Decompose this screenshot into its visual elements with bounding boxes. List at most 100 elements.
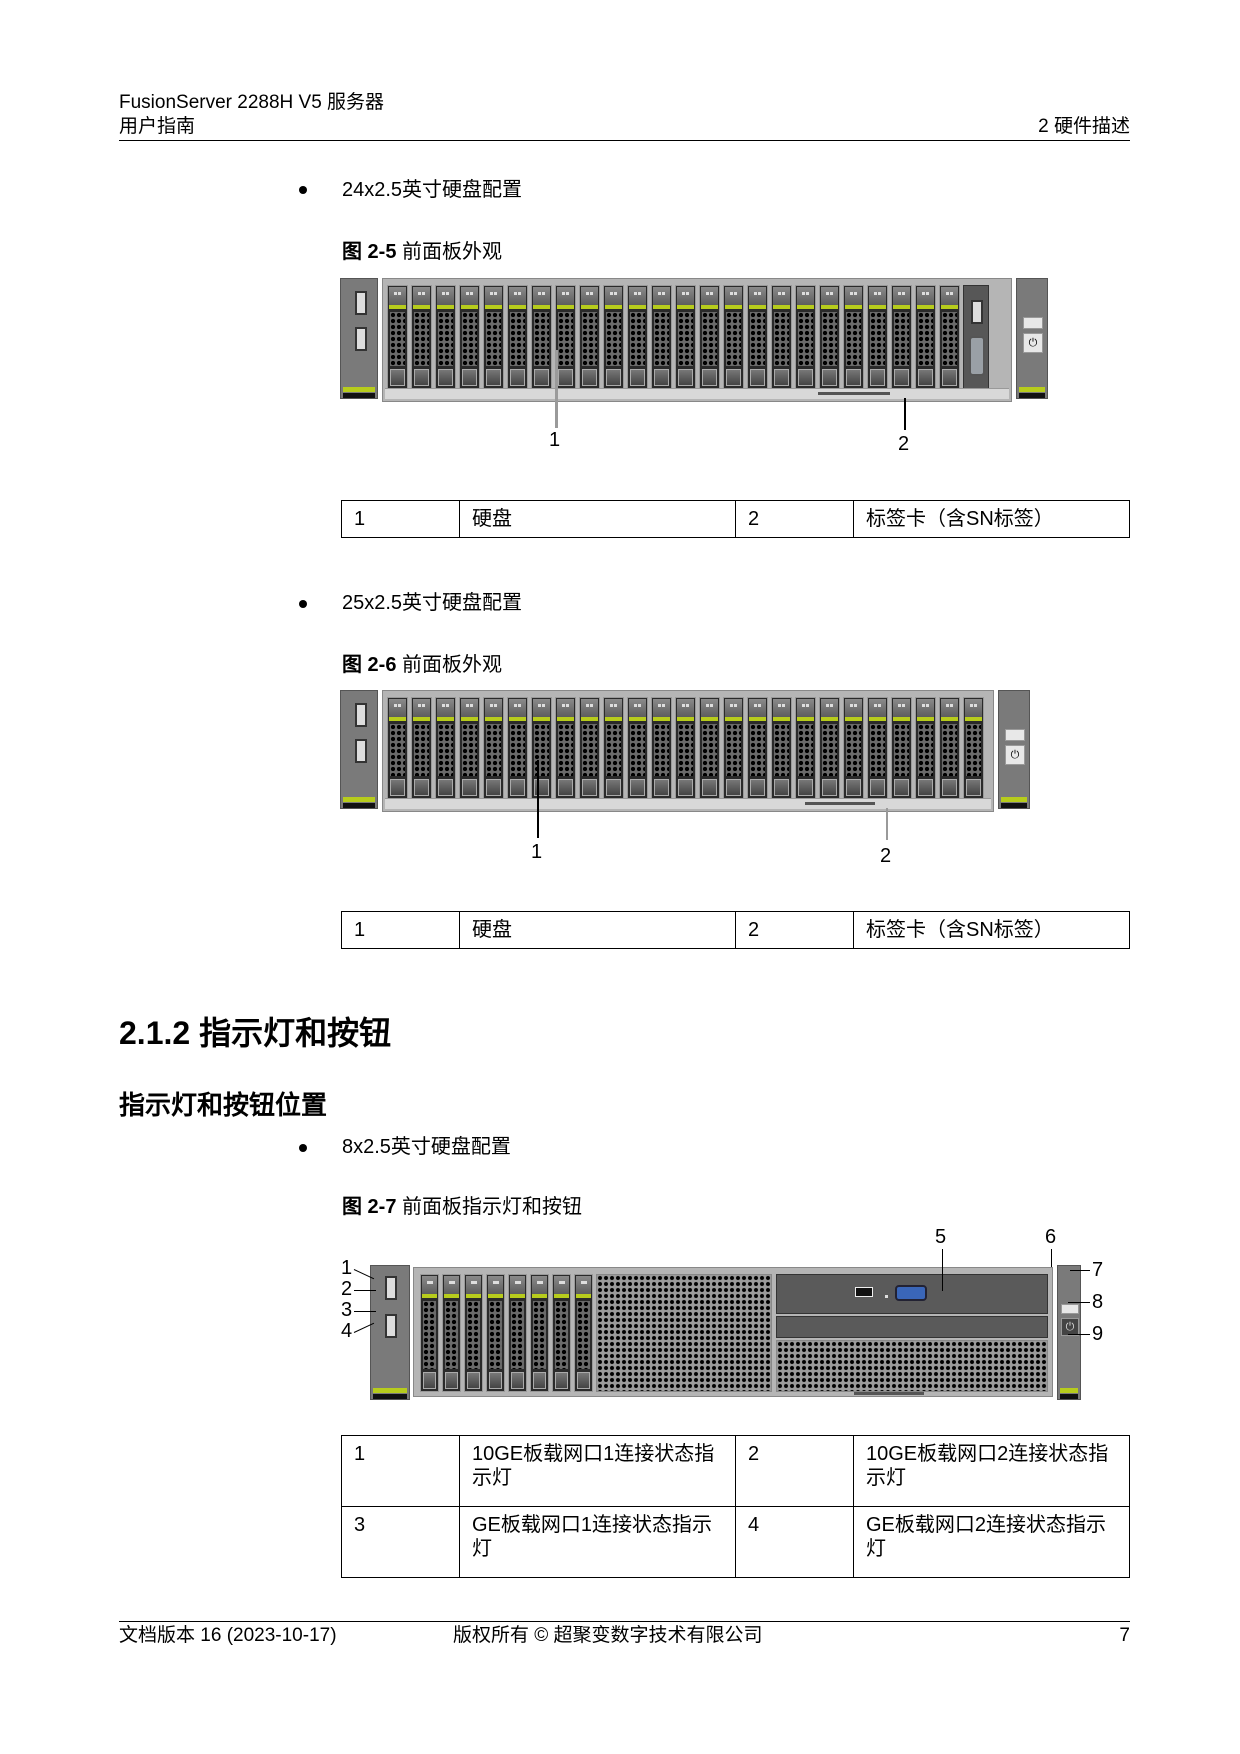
disk-drive bbox=[579, 285, 600, 389]
uid-button-icon bbox=[1005, 729, 1025, 741]
header-rule bbox=[119, 140, 1130, 141]
footer-copyright: 版权所有 © 超聚变数字技术有限公司 bbox=[453, 1625, 763, 1646]
callout-number: 7 bbox=[1092, 1259, 1104, 1281]
vga-port-icon bbox=[895, 1285, 927, 1301]
figure-front-panel-25: ⏻ bbox=[340, 690, 1030, 814]
subsection-heading: 指示灯和按钮位置 bbox=[119, 1090, 328, 1120]
left-mounting-ear bbox=[370, 1265, 410, 1400]
uid-button-icon bbox=[1023, 317, 1043, 329]
bullet-text: 8x2.5英寸硬盘配置 bbox=[342, 1136, 511, 1158]
disk-drive bbox=[459, 697, 480, 799]
legend-desc: 硬盘 bbox=[459, 911, 736, 949]
section-heading: 2.1.2 指示灯和按钮 bbox=[119, 1015, 392, 1051]
legend-num: 3 bbox=[341, 1506, 460, 1578]
power-button-icon: ⏻ bbox=[1005, 745, 1025, 765]
table-row: 1 硬盘 2 标签卡（含SN标签） bbox=[341, 911, 1130, 949]
disk-drive bbox=[411, 285, 432, 389]
usb-port-icon bbox=[355, 327, 367, 351]
disk-drive bbox=[915, 697, 936, 799]
disk-bays bbox=[387, 285, 989, 389]
usb-port-icon bbox=[355, 291, 367, 315]
power-button-icon: ⏻ bbox=[1023, 333, 1043, 353]
disk-drive bbox=[747, 697, 768, 799]
header-product: FusionServer 2288H V5 服务器 bbox=[119, 92, 385, 113]
disk-drive bbox=[483, 285, 504, 389]
label-card bbox=[818, 392, 890, 395]
figure-number: 图 2-6 bbox=[342, 654, 397, 676]
legend-desc: 标签卡（含SN标签） bbox=[853, 911, 1130, 949]
callout-leader bbox=[354, 1311, 376, 1312]
legend-desc: GE板载网口2连接状态指示灯 bbox=[853, 1506, 1130, 1578]
table-row: 1 硬盘 2 标签卡（含SN标签） bbox=[341, 500, 1130, 538]
disk-drive bbox=[795, 697, 816, 799]
disk-drive bbox=[915, 285, 936, 389]
disk-drive bbox=[939, 285, 960, 389]
disk-drive bbox=[435, 697, 456, 799]
bullet-text: 24x2.5英寸硬盘配置 bbox=[342, 179, 523, 201]
disk-drive bbox=[795, 285, 816, 389]
table-row: 1 10GE板载网口1连接状态指示灯 2 10GE板载网口2连接状态指示灯 bbox=[341, 1435, 1130, 1507]
disk-bays bbox=[387, 697, 984, 799]
callout-leader bbox=[1051, 1249, 1052, 1267]
footer-page-number: 7 bbox=[1119, 1625, 1130, 1646]
legend-desc: GE板载网口1连接状态指示灯 bbox=[459, 1506, 736, 1578]
figure-caption: 图 2-7 前面板指示灯和按钮 bbox=[342, 1195, 582, 1219]
legend-desc: 标签卡（含SN标签） bbox=[853, 500, 1130, 538]
disk-drive bbox=[867, 697, 888, 799]
figure-front-panel-indicators: ⏻ bbox=[355, 1265, 1085, 1400]
disk-drive bbox=[771, 285, 792, 389]
uid-button-icon bbox=[1061, 1304, 1079, 1314]
disk-drive bbox=[723, 697, 744, 799]
vga-port-icon bbox=[969, 336, 985, 376]
callout-number: 3 bbox=[341, 1299, 353, 1321]
callout-number: 2 bbox=[898, 433, 910, 455]
disk-drive bbox=[603, 697, 624, 799]
disk-drive bbox=[891, 697, 912, 799]
disk-drive bbox=[771, 697, 792, 799]
callout-leader bbox=[886, 808, 888, 840]
power-button-icon: ⏻ bbox=[1061, 1318, 1079, 1336]
disk-drive bbox=[651, 285, 672, 389]
label-card bbox=[805, 802, 875, 805]
disk-drive bbox=[555, 697, 576, 799]
figure-title: 前面板外观 bbox=[402, 654, 503, 676]
legend-desc: 10GE板载网口1连接状态指示灯 bbox=[459, 1435, 736, 1507]
callout-number: 8 bbox=[1092, 1291, 1104, 1313]
disk-drive bbox=[843, 697, 864, 799]
front-rail bbox=[385, 798, 991, 809]
bullet-dot bbox=[299, 186, 307, 194]
disk-drive bbox=[891, 285, 912, 389]
usb-port-icon bbox=[355, 739, 367, 763]
disk-drive bbox=[939, 697, 960, 799]
disk-drive bbox=[819, 285, 840, 389]
legend-num: 1 bbox=[341, 911, 460, 949]
disk-drive bbox=[507, 697, 528, 799]
disk-drive bbox=[675, 697, 696, 799]
disk-drive bbox=[627, 285, 648, 389]
disk-drive bbox=[508, 1274, 527, 1392]
disk-drive bbox=[459, 285, 480, 389]
disk-drive bbox=[530, 1274, 549, 1392]
front-rail bbox=[385, 388, 1009, 399]
disk-drive bbox=[627, 697, 648, 799]
callout-leader bbox=[1068, 1302, 1090, 1303]
vent-grill bbox=[596, 1274, 772, 1392]
bullet-dot bbox=[299, 600, 307, 608]
legend-desc: 10GE板载网口2连接状态指示灯 bbox=[853, 1435, 1130, 1507]
figure-caption: 图 2-5 前面板外观 bbox=[342, 240, 502, 264]
legend-table: 1 硬盘 2 标签卡（含SN标签） bbox=[341, 500, 1130, 538]
header-doc-type: 用户指南 bbox=[119, 116, 196, 137]
disk-drive bbox=[603, 285, 624, 389]
figure-front-panel-24: ⏻ bbox=[340, 278, 1048, 404]
disk-drive bbox=[651, 697, 672, 799]
led-icon bbox=[885, 1295, 888, 1298]
callout-leader bbox=[537, 760, 539, 838]
callout-number: 5 bbox=[935, 1226, 947, 1248]
disk-drive bbox=[387, 285, 408, 389]
disk-drive bbox=[723, 285, 744, 389]
legend-desc: 硬盘 bbox=[459, 500, 736, 538]
callout-number: 4 bbox=[341, 1320, 353, 1342]
bullet-text: 25x2.5英寸硬盘配置 bbox=[342, 592, 523, 614]
mounting-ear bbox=[340, 690, 378, 809]
disk-bays bbox=[420, 1274, 593, 1392]
